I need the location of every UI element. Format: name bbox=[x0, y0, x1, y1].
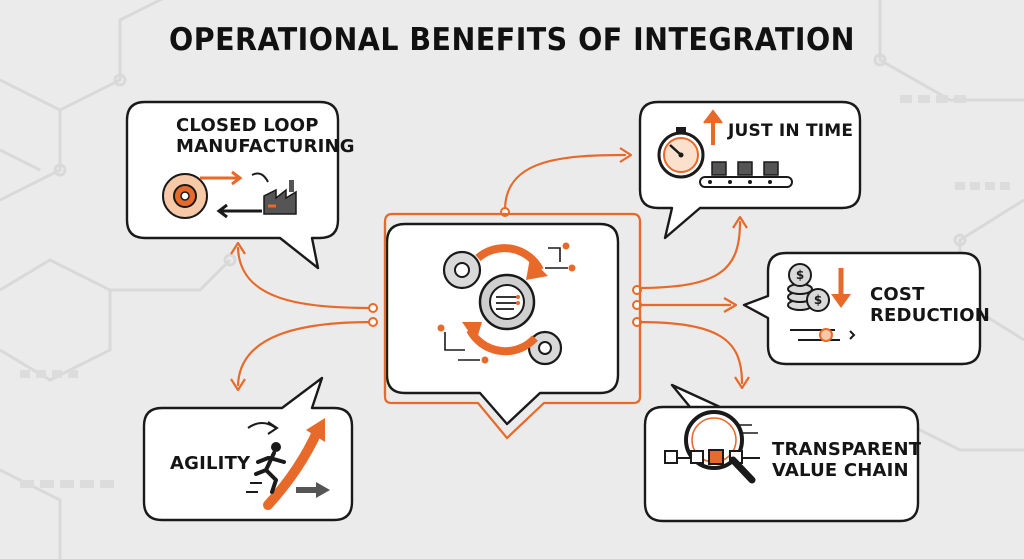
agility-label: AGILITY bbox=[170, 453, 251, 475]
connector-arrowheads bbox=[230, 147, 750, 392]
transparent-line1: TRANSPARENT bbox=[772, 439, 922, 460]
hub-orange-frame bbox=[383, 212, 642, 440]
closed-loop-label: CLOSED LOOP MANUFACTURING bbox=[176, 115, 355, 157]
connector-agility bbox=[236, 320, 375, 387]
connector-jit-lower bbox=[635, 220, 742, 290]
card-closed-loop bbox=[125, 100, 340, 270]
just-in-time-line1: JUST IN TIME bbox=[728, 121, 854, 141]
transparent-line2: VALUE CHAIN bbox=[772, 459, 909, 481]
connector-closed-loop bbox=[236, 246, 375, 310]
background-dashes bbox=[20, 95, 1010, 488]
agility-line1: AGILITY bbox=[170, 453, 251, 474]
cost-reduction-line2: REDUCTION bbox=[870, 304, 991, 326]
connector-just-in-time bbox=[503, 153, 627, 212]
cost-reduction-label: COST REDUCTION bbox=[870, 284, 991, 326]
integration-gears-cycle-icon bbox=[437, 242, 576, 366]
title: OPERATIONAL BENEFITS OF INTEGRATION bbox=[169, 22, 855, 58]
svg-text:$: $ bbox=[796, 268, 804, 282]
magnifier-chain-icon bbox=[664, 410, 760, 484]
coins-down-arrow-icon: $ $ bbox=[787, 263, 856, 342]
card-agility bbox=[142, 376, 354, 522]
closed-loop-line2: MANUFACTURING bbox=[176, 135, 355, 157]
just-in-time-label: JUST IN TIME bbox=[728, 121, 854, 142]
closed-loop-line1: CLOSED LOOP bbox=[176, 115, 319, 136]
transparent-label: TRANSPARENT VALUE CHAIN bbox=[772, 439, 922, 481]
connector-transparent bbox=[635, 320, 744, 385]
cost-reduction-line1: COST bbox=[870, 284, 925, 305]
svg-text:$: $ bbox=[814, 293, 822, 307]
stopwatch-conveyor-icon bbox=[657, 109, 793, 188]
gear-to-factory-loop-icon bbox=[162, 170, 297, 219]
running-person-arrows-icon bbox=[246, 418, 330, 510]
